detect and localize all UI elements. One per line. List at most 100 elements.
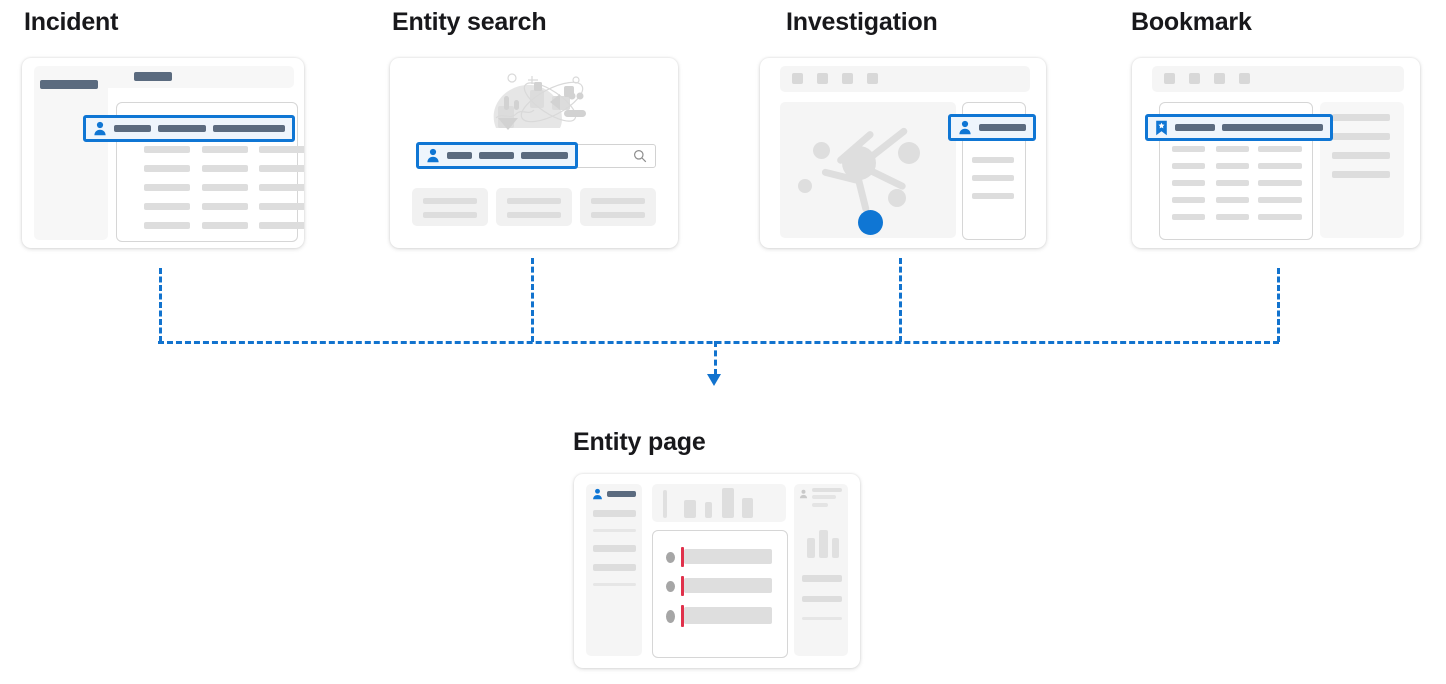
chart-bar: [663, 490, 667, 518]
card-bookmark[interactable]: [1132, 58, 1420, 248]
table-cell: [1172, 163, 1205, 169]
card-title-entity-page: Entity page: [573, 428, 706, 456]
left-panel-divider: [593, 529, 636, 532]
table-cell: [144, 165, 190, 172]
table-cell: [1216, 146, 1249, 152]
table-cell: [1258, 214, 1302, 220]
table-cell: [1172, 146, 1205, 152]
investigation-selected-entity-row[interactable]: [948, 114, 1036, 141]
graph-node-selected-entity[interactable]: [858, 210, 883, 235]
toolbar-button[interactable]: [867, 73, 878, 84]
table-cell: [1258, 197, 1302, 203]
chart-bar: [684, 500, 696, 518]
table-cell: [1172, 214, 1205, 220]
right-panel-line: [812, 495, 836, 499]
right-chart-bar: [832, 538, 839, 558]
search-result-card[interactable]: [412, 188, 488, 226]
table-cell: [1258, 146, 1302, 152]
table-cell: [1216, 163, 1249, 169]
alert-row[interactable]: [684, 549, 772, 564]
table-cell: [259, 184, 304, 191]
side-panel-line: [1332, 133, 1390, 140]
right-chart-bar: [819, 530, 828, 558]
severity-bar: [681, 605, 684, 627]
table-cell: [202, 222, 248, 229]
chart-bar: [722, 488, 734, 518]
entity-search-selected-suggestion[interactable]: [416, 142, 578, 169]
severity-bar: [681, 576, 684, 596]
toolbar-button[interactable]: [1214, 73, 1225, 84]
graph-node[interactable]: [898, 142, 920, 164]
right-panel-line: [802, 575, 842, 582]
result-line: [507, 212, 561, 218]
graph-node[interactable]: [888, 189, 906, 207]
toolbar-button[interactable]: [1189, 73, 1200, 84]
detail-line: [972, 193, 1014, 199]
detail-line: [972, 175, 1014, 181]
person-icon: [94, 121, 106, 136]
result-line: [591, 212, 645, 218]
table-cell: [202, 203, 248, 210]
incident-sidebar-item[interactable]: [40, 80, 98, 89]
suggestion-bar: [520, 152, 568, 159]
search-result-card[interactable]: [496, 188, 572, 226]
incident-header-bar: [134, 72, 172, 81]
table-cell: [259, 165, 304, 172]
side-panel-line: [1332, 114, 1390, 121]
card-title-investigation: Investigation: [786, 8, 938, 36]
alert-status-dot: [666, 610, 675, 623]
toolbar-button[interactable]: [842, 73, 853, 84]
toolbar-button[interactable]: [1239, 73, 1250, 84]
entity-page-chart: [652, 484, 786, 522]
graph-node[interactable]: [813, 142, 830, 159]
search-result-card[interactable]: [580, 188, 656, 226]
detail-line: [972, 157, 1014, 163]
suggestion-bar: [447, 152, 473, 159]
right-chart-bar: [807, 538, 815, 558]
table-cell: [144, 184, 190, 191]
card-investigation[interactable]: [760, 58, 1046, 248]
card-incident[interactable]: [22, 58, 304, 248]
toolbar-button[interactable]: [792, 73, 803, 84]
connector-entity-search: [531, 258, 534, 342]
graph-node[interactable]: [798, 179, 812, 193]
table-cell: [1258, 163, 1302, 169]
toolbar-button[interactable]: [1164, 73, 1175, 84]
side-panel-line: [1332, 171, 1390, 178]
incident-sidebar[interactable]: [34, 66, 108, 240]
toolbar-button[interactable]: [817, 73, 828, 84]
alert-row[interactable]: [684, 578, 772, 593]
incident-selected-entity-row[interactable]: [83, 115, 295, 142]
result-line: [591, 198, 645, 204]
down-arrow-icon: [707, 374, 721, 386]
table-cell: [1258, 180, 1302, 186]
alert-row[interactable]: [684, 607, 772, 624]
connector-bus: [158, 341, 1279, 344]
result-line: [423, 212, 477, 218]
alert-status-dot: [666, 552, 675, 563]
card-title-bookmark: Bookmark: [1131, 8, 1252, 36]
graph-node-center[interactable]: [842, 146, 876, 180]
entity-row-bar: [157, 125, 207, 132]
connector-to-entity-page: [714, 341, 717, 375]
entity-name-bar: [607, 491, 636, 497]
table-cell: [1216, 214, 1249, 220]
bookmark-icon: [1156, 120, 1167, 135]
table-cell: [144, 203, 190, 210]
entity-row-bar: [979, 124, 1026, 131]
card-entity-page[interactable]: [574, 474, 860, 668]
right-panel-line: [812, 503, 828, 507]
bookmark-side-panel: [1320, 102, 1404, 238]
right-panel-divider: [802, 617, 842, 620]
person-icon: [593, 488, 602, 500]
connector-bookmark: [1277, 268, 1280, 342]
chart-bar: [742, 498, 753, 518]
alert-status-dot: [666, 581, 675, 592]
person-icon: [427, 148, 439, 163]
bookmark-selected-row[interactable]: [1145, 114, 1333, 141]
person-icon: [959, 120, 971, 135]
connector-incident: [159, 268, 162, 342]
connector-investigation: [899, 258, 902, 342]
left-panel-line: [593, 564, 636, 571]
